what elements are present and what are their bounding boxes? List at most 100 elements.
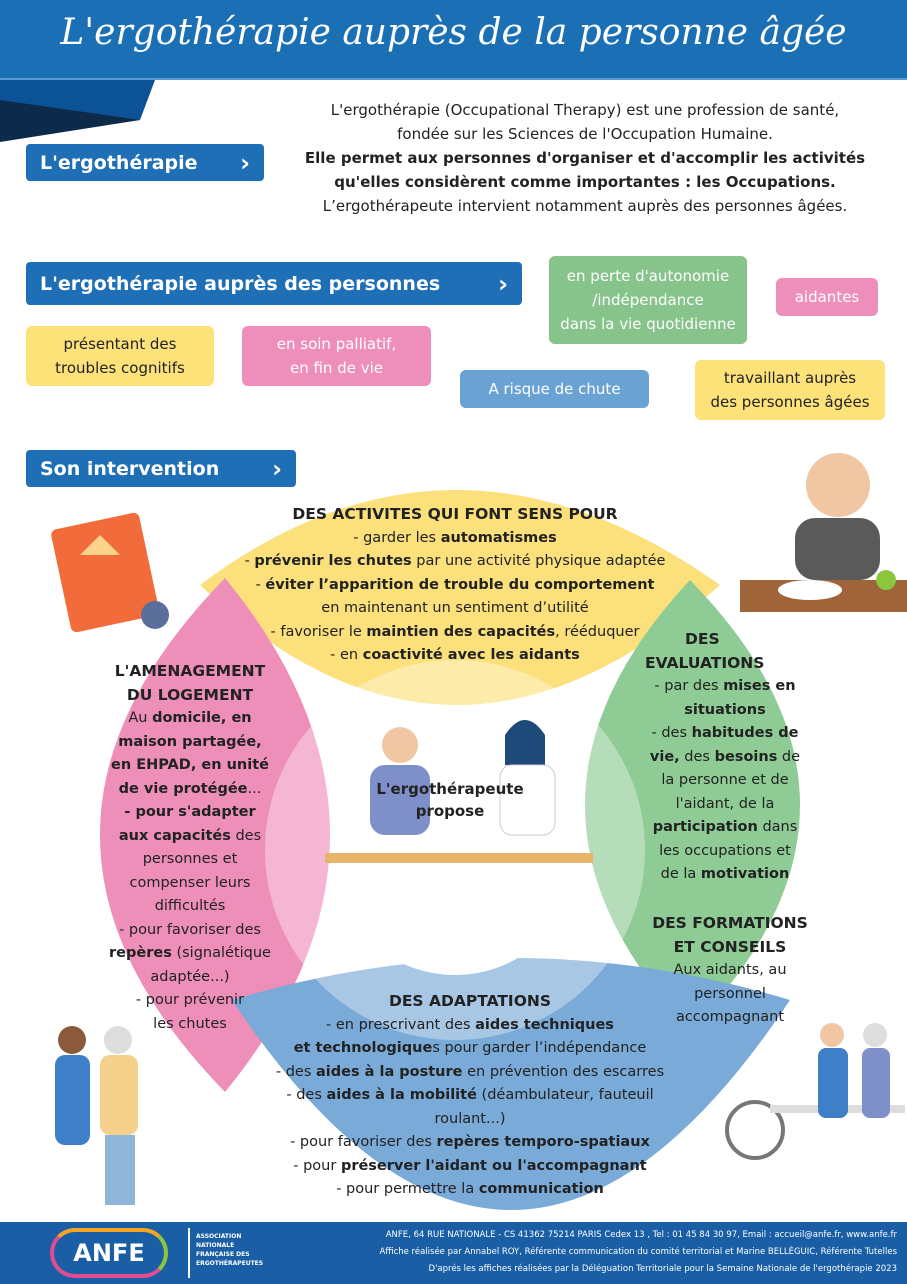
text-line: - en coactivité avec les aidants (220, 644, 690, 668)
text-line: la personne et de (625, 769, 825, 793)
intro-line: L'ergothérapie (Occupational Therapy) es… (330, 101, 840, 119)
section-ergotherapie: L'ergothérapie› (26, 144, 264, 181)
text-lines: - garder les automatismes- prévenir les … (220, 527, 690, 668)
text: difficultés (154, 898, 226, 914)
text: - (244, 553, 255, 569)
bold-text: - pour s'adapter (124, 804, 256, 820)
text: - garder les (353, 529, 441, 546)
assoc-line: ERGOTHÉRAPEUTES (196, 1260, 264, 1267)
text-line: - des aides à la posture en prévention d… (260, 1061, 680, 1085)
wheelchair-illustration (725, 1023, 905, 1160)
intro-line: Elle permet aux personnes d'organiser et… (304, 149, 866, 167)
text: - pour (293, 1157, 341, 1174)
text: compenser leurs (129, 874, 251, 891)
tag-palliatif: en soin palliatif, en fin de vie (242, 326, 431, 386)
text-line: difficultés (95, 895, 285, 919)
text: , rééduquer (555, 623, 640, 640)
bold-text: automatismes (440, 529, 557, 546)
text: la personne et de (661, 772, 789, 788)
activites-title: DES ACTIVITES QUI FONT SENS POUR (292, 505, 618, 523)
bold-text: vie, (649, 748, 680, 765)
text-line: - des habitudes de (625, 722, 825, 746)
text-line: vie, des besoins de (625, 746, 825, 770)
text: - (255, 576, 266, 593)
text: s pour garder l’indépendance (432, 1040, 647, 1056)
text-line: adaptée...) (95, 966, 285, 990)
text: personnes et (142, 851, 238, 867)
text: en maintenant un sentiment d’utilité (321, 600, 589, 616)
bold-text: domicile, en (152, 710, 252, 726)
text: - pour prévenir (135, 992, 245, 1008)
elderly-man-eating-illustration (740, 453, 907, 612)
text: - pour favoriser des (290, 1134, 437, 1150)
tag-line: présentant des (63, 335, 177, 353)
formations-line: accompagnant (675, 1009, 785, 1025)
text-line: de la motivation (625, 863, 825, 887)
text-line: - par des mises en (625, 675, 825, 699)
text-line: de vie protégée... (95, 778, 285, 802)
formations-title: DES FORMATIONS (652, 914, 808, 932)
section-personnes: L'ergothérapie auprès des personnes› (26, 262, 522, 305)
bold-text: aides à la mobilité (326, 1087, 477, 1103)
text-line: compenser leurs (95, 872, 285, 896)
bold-text: coactivité avec les aidants (362, 647, 580, 663)
text: dans (757, 819, 798, 835)
text: les occupations et (659, 842, 791, 859)
tag-line: /indépendance (592, 291, 704, 309)
formations-line: personnel (694, 985, 766, 1002)
formations-title: ET CONSEILS (673, 937, 787, 956)
text-line: - favoriser le maintien des capacités, r… (220, 621, 690, 645)
bold-text: et technologique (293, 1040, 433, 1056)
text-line: l'aidant, de la (625, 793, 825, 817)
bold-text: habitudes de (691, 725, 799, 741)
text: adaptée...) (150, 968, 230, 985)
bold-text: préserver l'aidant ou l'accompagnant (340, 1157, 647, 1174)
text: de la (660, 866, 701, 882)
page-title: L'ergothérapie auprès de la personne âgé… (60, 12, 847, 53)
text: - par des (654, 678, 724, 694)
center-text: L'ergothérapeute propose (300, 778, 600, 822)
text-line: repères (signalétique (95, 942, 285, 966)
anfe-logo: ANFE (50, 1228, 168, 1278)
tag-line: en fin de vie (289, 359, 384, 377)
bold-text: éviter l’apparition de trouble du compor… (265, 576, 655, 593)
text: (déambulateur, fauteuil roulant...) (434, 1087, 654, 1127)
text: les chutes (153, 1015, 227, 1032)
bold-text: de vie protégée (118, 780, 248, 797)
activites-block: DES ACTIVITES QUI FONT SENS POUR - garde… (220, 503, 690, 668)
corner-decoration (0, 80, 155, 142)
tag-chute: A risque de chute (460, 370, 649, 408)
text: en prévention des escarres (462, 1063, 665, 1080)
bold-text: en EHPAD, en unité (111, 757, 269, 773)
text: - favoriser le (270, 623, 367, 640)
text: - pour favoriser des (119, 921, 261, 938)
center-line: L'ergothérapeute (376, 780, 524, 798)
text: - en prescrivant des (326, 1016, 476, 1033)
text-line: Au domicile, en (95, 707, 285, 731)
assoc-line: ASSOCIATION (196, 1233, 242, 1240)
walker-illustration (55, 1026, 138, 1205)
tag-line: travaillant auprès (723, 369, 857, 387)
amenagement-title: DU LOGEMENT (126, 685, 254, 704)
text-line: - pour favoriser des repères temporo-spa… (260, 1131, 680, 1155)
text-line: - pour préserver l'aidant ou l'accompagn… (260, 1155, 680, 1179)
bold-text: repères (109, 945, 172, 961)
text: - des (286, 1087, 327, 1103)
adaptations-block: DES ADAPTATIONS - en prescrivant des aid… (260, 990, 680, 1202)
formations-line: Aux aidants, au (673, 962, 787, 978)
footer-source: D'aprés les affiches réalisées par la Dé… (428, 1264, 897, 1274)
text-line: - pour favoriser des (95, 919, 285, 943)
tag-line: en soin palliatif, (276, 335, 397, 353)
text-line: et technologiques pour garder l’indépend… (260, 1037, 680, 1061)
text: - des (651, 725, 692, 741)
footer-credit: Affiche réalisée par Annabel ROY, Référe… (379, 1247, 897, 1257)
therapist-patient-illustration (325, 720, 593, 863)
bold-text: communication (478, 1181, 604, 1197)
intro-line: L’ergothérapeute intervient notamment au… (322, 197, 848, 215)
